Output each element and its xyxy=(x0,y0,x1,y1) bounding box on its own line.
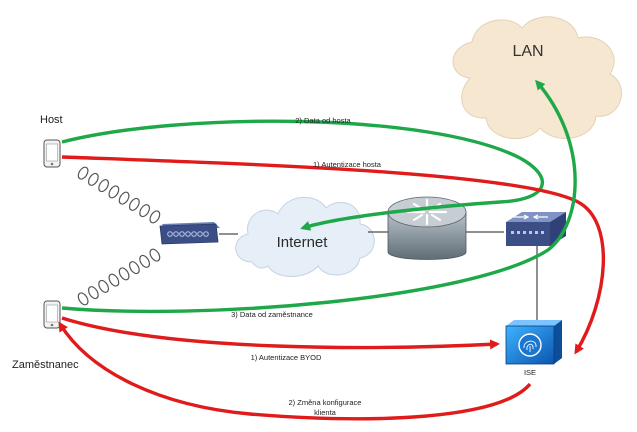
employee-label: Zaměstnanec xyxy=(12,359,79,371)
coil-loop xyxy=(149,248,161,262)
coil-loop xyxy=(118,191,130,205)
coil-loop xyxy=(149,210,161,224)
ise-label: ISE xyxy=(524,368,536,377)
coil-loop xyxy=(139,204,151,218)
coil-loop xyxy=(139,254,151,268)
coil-loop xyxy=(108,185,120,199)
employee-phone-icon xyxy=(43,300,61,329)
ise-appliance-icon xyxy=(505,320,562,365)
internet-label: Internet xyxy=(277,234,329,251)
wireless-link-host xyxy=(77,166,161,224)
coil-loop xyxy=(128,261,140,275)
coil-loop xyxy=(118,267,130,281)
coil-loop xyxy=(98,279,110,293)
flow-host-data-label: 2) Data od hosta xyxy=(295,116,351,125)
coil-loop xyxy=(98,179,110,193)
lan-label: LAN xyxy=(512,43,543,60)
flow-host-data xyxy=(61,119,544,231)
host-phone-icon xyxy=(43,139,61,168)
flow-client-config xyxy=(58,321,532,421)
wireless-ap-icon xyxy=(159,222,220,245)
coil-loop xyxy=(87,286,99,300)
flow-host-auth xyxy=(61,155,605,355)
lan-cloud xyxy=(452,16,622,140)
flow-employee-data-label: 3) Data od zaměstnance xyxy=(231,310,313,319)
coil-loop xyxy=(128,197,140,211)
coil-loop xyxy=(108,273,120,287)
flow-byod-auth-label: 1) Autentizace BYOD xyxy=(251,353,322,362)
coil-loop xyxy=(87,172,99,186)
switch-icon xyxy=(506,212,566,246)
coil-loop xyxy=(77,292,89,306)
flow-host-auth-label: 1) Autentizace hosta xyxy=(313,160,382,169)
flow-employee-data xyxy=(61,79,577,314)
internet-cloud xyxy=(235,196,375,277)
flow-client-config-label-line2: klienta xyxy=(314,408,337,417)
host-label: Host xyxy=(40,114,63,126)
flow-client-config-label-line1: 2) Změna konfigurace xyxy=(289,398,362,407)
coil-loop xyxy=(77,166,89,180)
flow-byod-auth xyxy=(61,316,500,350)
wireless-link-employee xyxy=(77,248,161,306)
